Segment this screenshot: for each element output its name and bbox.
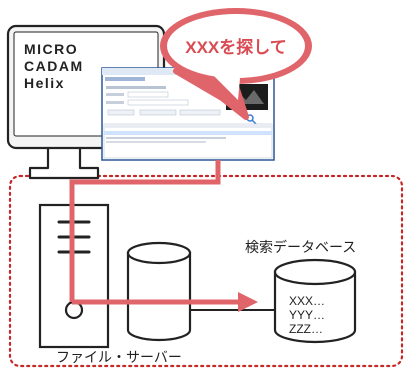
search-db-entry: YYY… xyxy=(289,308,325,322)
server-storage-database-icon xyxy=(126,241,192,342)
server-area-boundary xyxy=(8,174,404,368)
search-db-entry: XXX… xyxy=(289,294,325,308)
search-flow-arrow xyxy=(69,160,258,312)
search-db-entry: ZZZ… xyxy=(289,322,323,336)
monitor-label-line-3: Helix xyxy=(24,75,65,91)
monitor-label-line-2: CADAM xyxy=(24,58,84,74)
monitor-label-line-1: MICRO xyxy=(24,41,78,57)
search-request-callout xyxy=(160,8,312,120)
search-database-icon xyxy=(273,258,357,344)
search-db-label: 検索データベース xyxy=(245,239,356,255)
file-server-label: ファイル・サーバー xyxy=(56,349,182,365)
callout-text: XXXを探して xyxy=(185,37,287,57)
